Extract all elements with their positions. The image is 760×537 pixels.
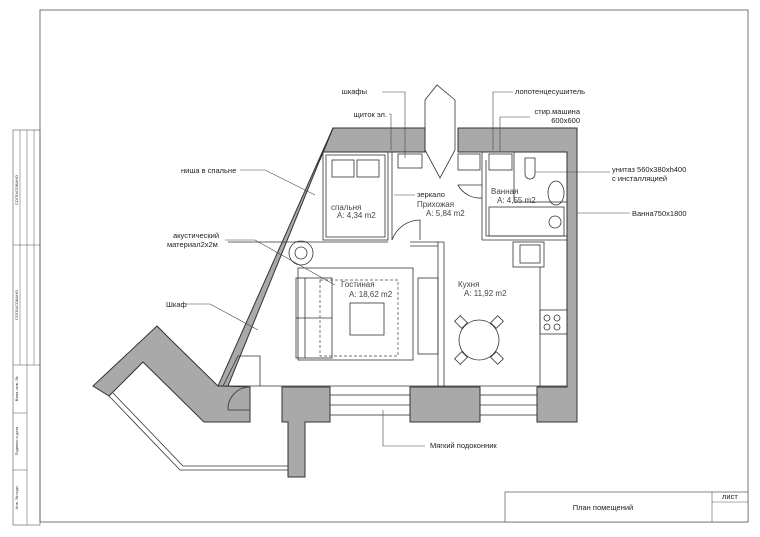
room-living-name: Гостиная xyxy=(341,280,375,289)
label-toilet: унитаз 560x380xh400 xyxy=(612,165,686,174)
leader-lines xyxy=(186,91,630,447)
label-mirror: зеркало xyxy=(417,190,445,199)
label-acoustic-material: материал2x2м xyxy=(167,240,218,249)
drawing-title: План помещений xyxy=(573,503,634,512)
sheet-label: лист xyxy=(722,492,738,501)
label-washer-size: 600x600 xyxy=(551,116,580,125)
room-kitchen-area: A: 11,92 m2 xyxy=(464,289,507,298)
label-towel-dryer: лопотенцесушитель xyxy=(515,87,585,96)
stamp-agreed-1: СОГЛАСОВАНО xyxy=(14,175,19,205)
stamp-signature-date: Подпись и дата xyxy=(14,426,19,456)
label-electrical-panel: щиток эл. xyxy=(354,110,387,119)
room-hallway-area: A: 5,84 m2 xyxy=(426,209,465,218)
label-bedroom-niche: ниша в спальне xyxy=(181,166,236,175)
label-washer: стир.машина xyxy=(535,107,581,116)
label-closet: Шкаф xyxy=(166,300,187,309)
dining-table xyxy=(458,319,500,361)
side-stamp: СОГЛАСОВАНО СОГЛАСОВАНО Взам. инв. № Под… xyxy=(12,129,41,526)
room-bathroom-area: A: 4,55 m2 xyxy=(497,196,536,205)
furniture xyxy=(222,84,568,411)
room-hallway-name: Прихожая xyxy=(417,200,454,209)
label-acoustic: акустический xyxy=(173,231,219,240)
label-wardrobes: шкафы xyxy=(342,87,367,96)
room-living-area: A: 18,62 m2 xyxy=(349,290,393,299)
label-soft-sill: Мягкий подоконник xyxy=(430,441,497,450)
windows xyxy=(108,392,538,471)
stamp-inv-original: Инв. № подл. xyxy=(14,485,19,510)
label-toilet-installation: с инсталляцией xyxy=(612,174,667,183)
walls xyxy=(92,127,578,478)
stamp-agreed-2: СОГЛАСОВАНО xyxy=(14,290,19,320)
room-bedroom-area: A: 4,34 m2 xyxy=(337,211,376,220)
stamp-replaced-inv: Взам. инв. № xyxy=(14,377,19,402)
room-kitchen-name: Кухня xyxy=(458,280,479,289)
room-bathroom-name: Ванная xyxy=(491,187,518,196)
room-bedroom-name: спальня xyxy=(331,203,361,212)
title-block: План помещений лист xyxy=(504,491,749,523)
label-bathtub: Ванна750x1800 xyxy=(632,209,687,218)
sheet-frame xyxy=(39,9,749,523)
